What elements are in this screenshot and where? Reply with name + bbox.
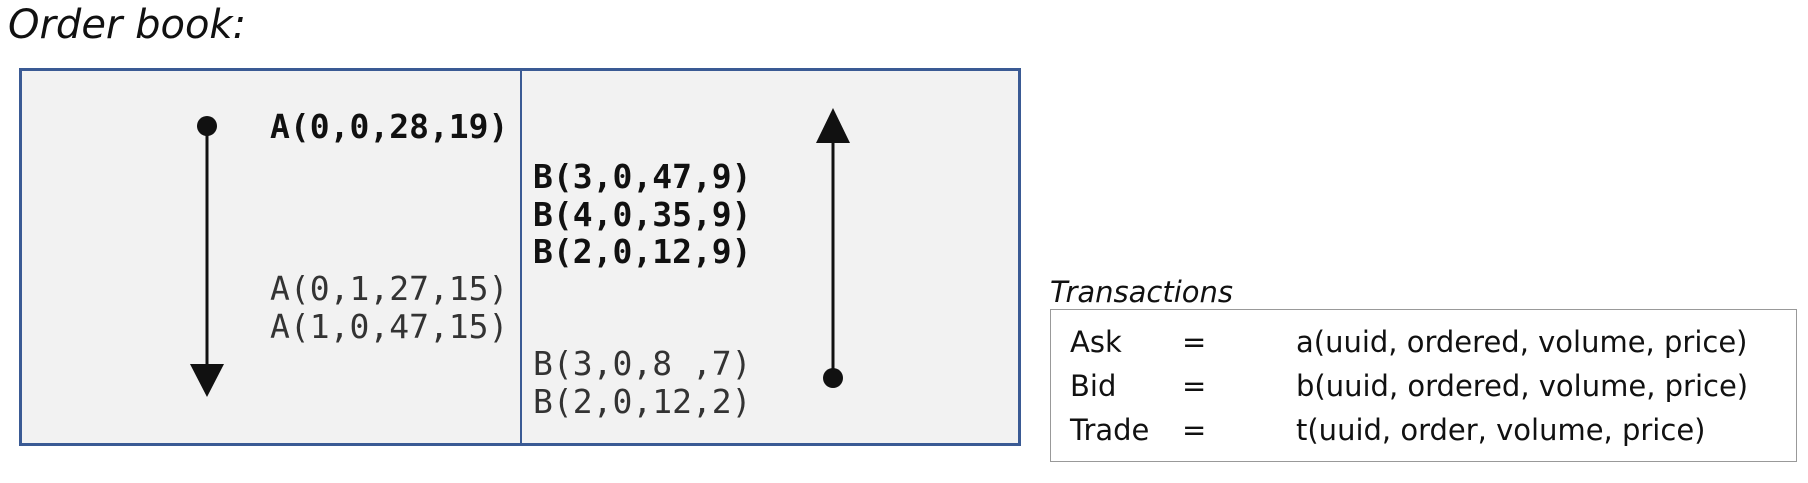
transaction-equals: = bbox=[1182, 413, 1207, 447]
transaction-name-bid: Bid bbox=[1070, 369, 1117, 403]
transactions-box bbox=[1050, 309, 1797, 462]
transaction-name-ask: Ask bbox=[1070, 325, 1122, 359]
ask-direction-arrow bbox=[190, 116, 224, 397]
bid-order: B(2,0,12,2) bbox=[533, 382, 752, 421]
transaction-name-trade: Trade bbox=[1070, 413, 1150, 447]
transaction-definition-trade: t(uuid, order, volume, price) bbox=[1296, 413, 1706, 447]
bid-order: B(4,0,35,9) bbox=[533, 195, 752, 234]
transactions-title: Transactions bbox=[1050, 275, 1234, 309]
ask-order: A(0,0,28,19) bbox=[270, 107, 509, 146]
order-book-title: Order book: bbox=[8, 2, 247, 48]
ask-order: A(1,0,47,15) bbox=[270, 307, 509, 346]
transaction-equals: = bbox=[1182, 325, 1207, 359]
bid-arrowhead bbox=[816, 108, 850, 143]
ask-order: A(0,1,27,15) bbox=[270, 269, 509, 308]
bid-order: B(3,0,47,9) bbox=[533, 157, 752, 196]
bid-order: B(3,0,8 ,7) bbox=[533, 344, 752, 383]
bid-order: B(2,0,12,9) bbox=[533, 232, 752, 271]
transaction-equals: = bbox=[1182, 369, 1207, 403]
transaction-definition-bid: b(uuid, ordered, volume, price) bbox=[1296, 369, 1749, 403]
order-book-divider bbox=[520, 68, 522, 446]
bid-direction-arrow bbox=[816, 108, 850, 388]
ask-arrowhead bbox=[190, 364, 224, 397]
transaction-definition-ask: a(uuid, ordered, volume, price) bbox=[1296, 325, 1748, 359]
